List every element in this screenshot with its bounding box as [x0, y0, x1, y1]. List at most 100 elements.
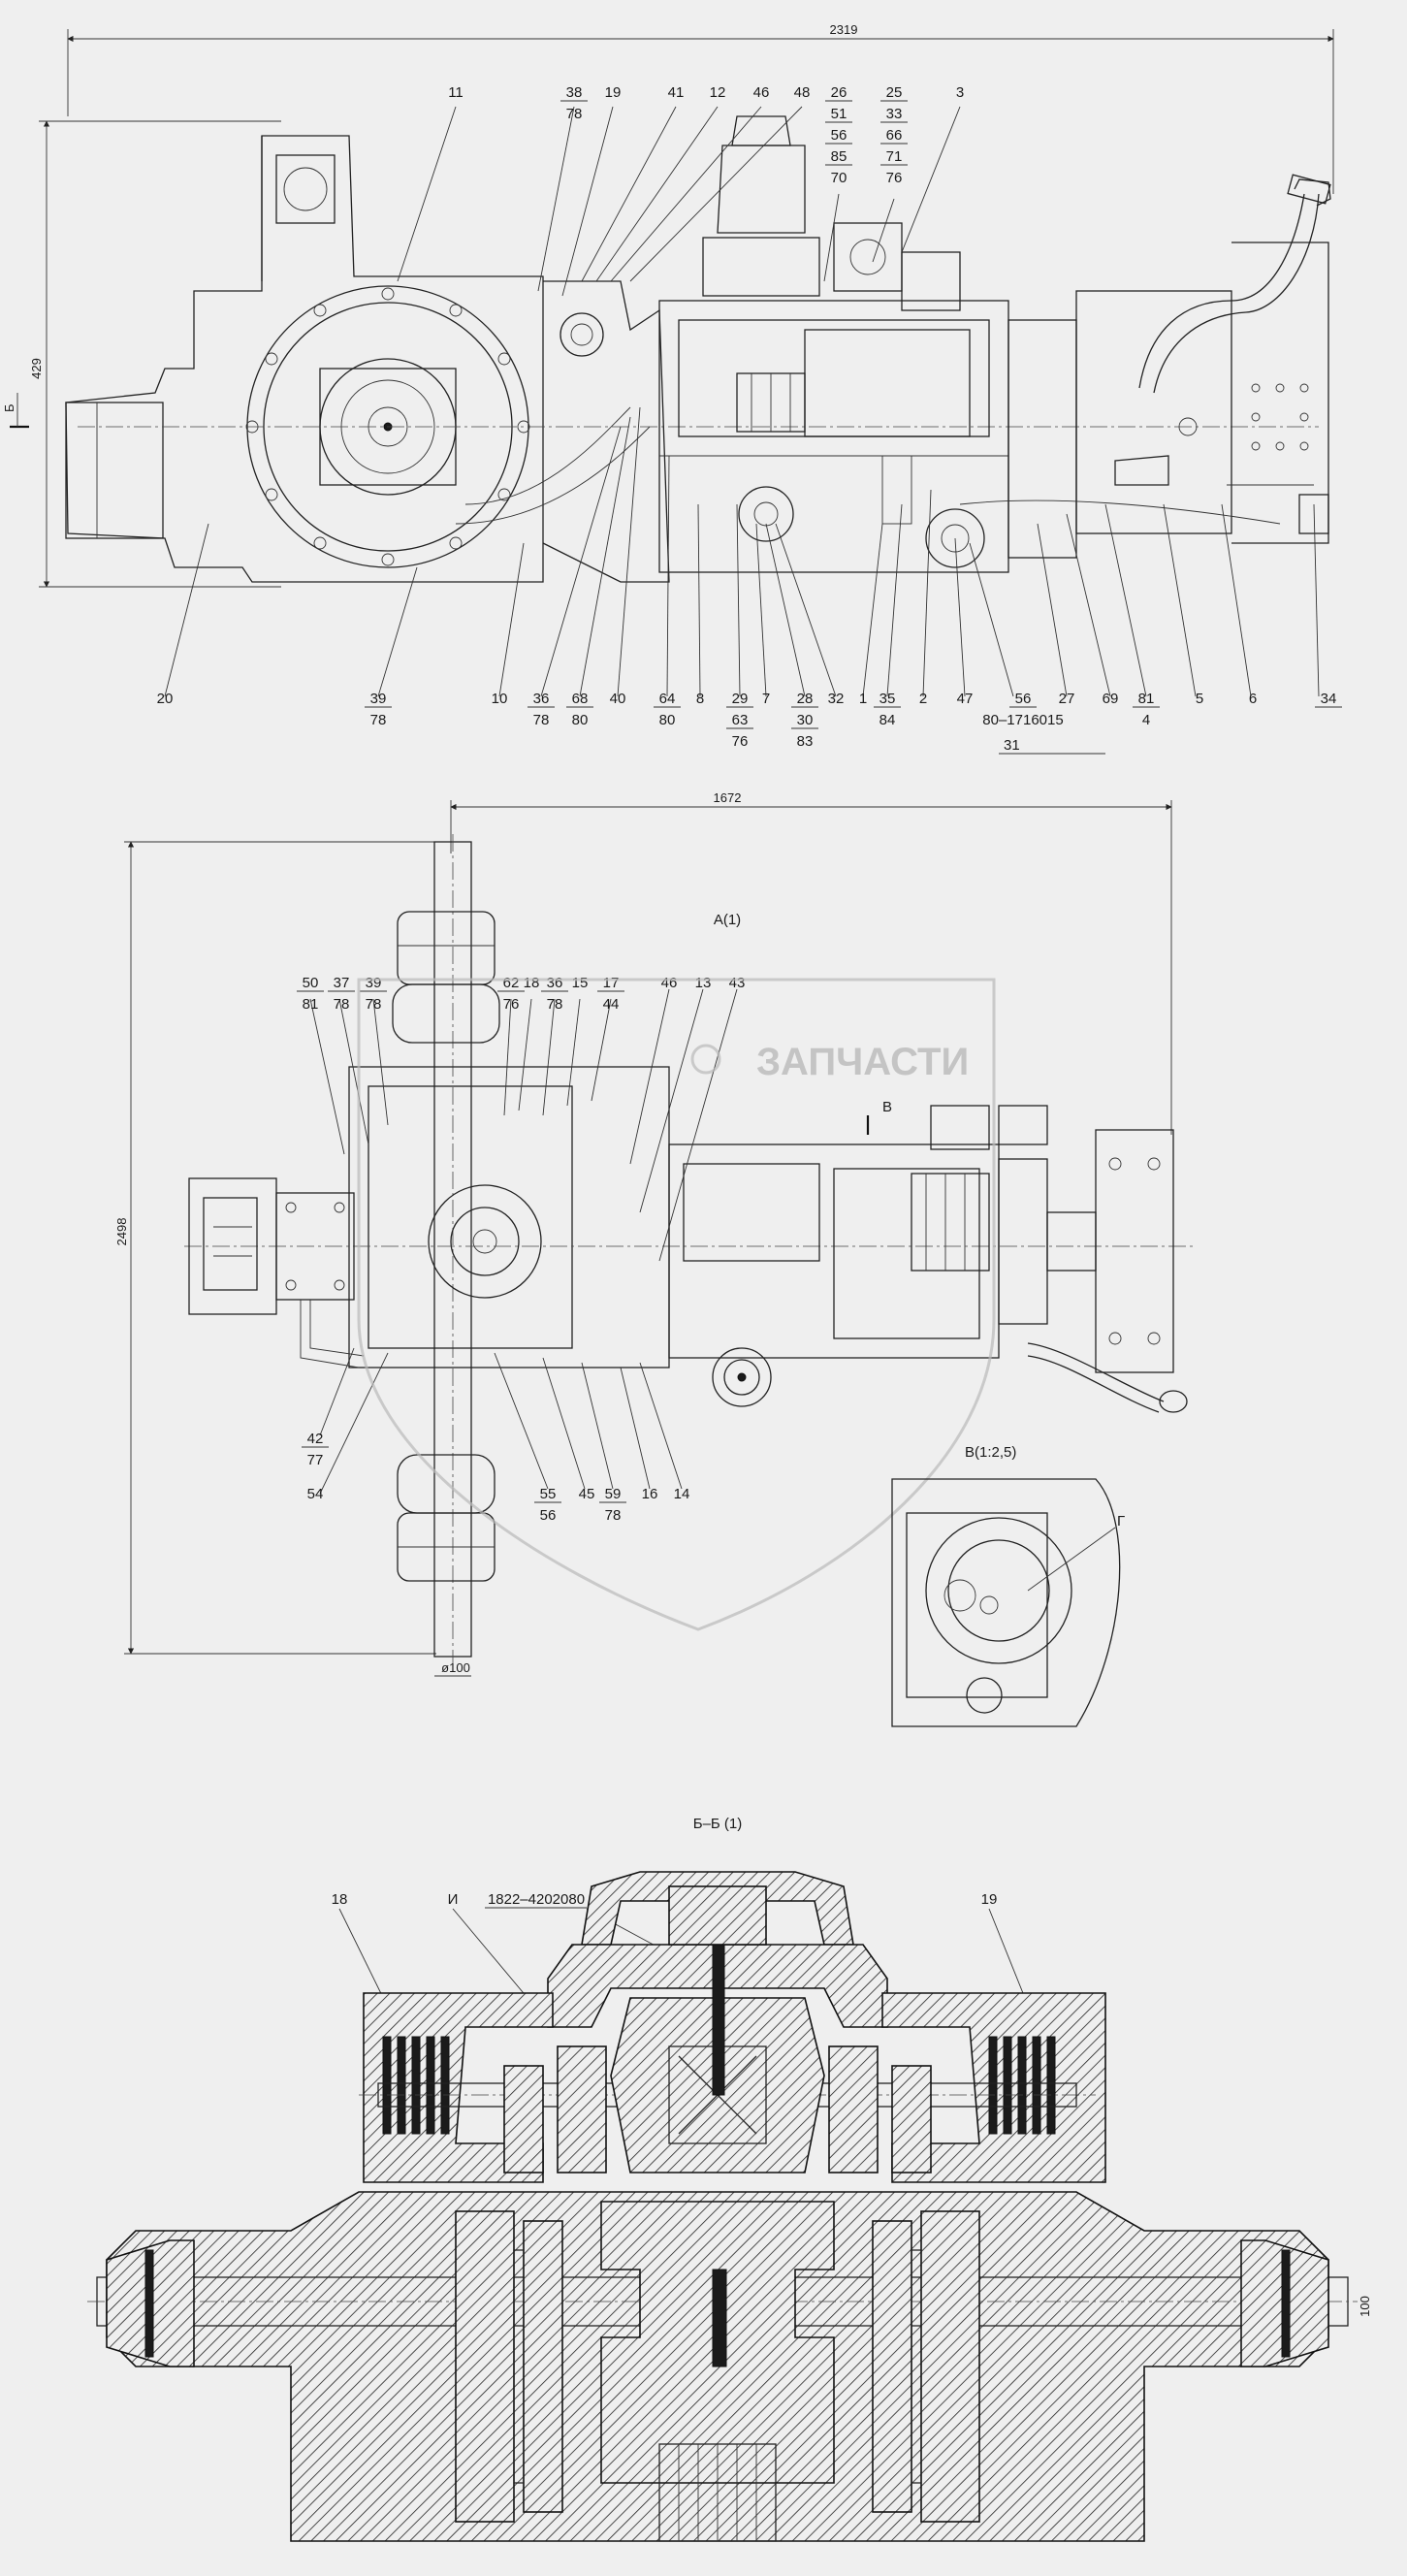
callout: 25 — [886, 84, 903, 101]
callout: 29 — [732, 691, 749, 707]
callout: 13 — [695, 975, 712, 991]
callout: 68 — [572, 691, 589, 707]
callout: 42 — [307, 1431, 324, 1447]
callout: 47 — [957, 691, 974, 707]
callout: 28 — [797, 691, 814, 707]
callout: 41 — [668, 84, 685, 101]
callout: 64 — [659, 691, 676, 707]
callout: 55 — [540, 1486, 557, 1502]
callout: 32 — [828, 691, 845, 707]
callout: 30 — [797, 712, 814, 728]
callout: 56 — [540, 1507, 557, 1524]
valve-stack — [911, 1173, 990, 1272]
callout: 50 — [303, 975, 319, 991]
callout: 36 — [547, 975, 563, 991]
brake-discs-right — [988, 2036, 1056, 2135]
callout: 7 — [762, 691, 770, 707]
callout: 59 — [605, 1486, 622, 1502]
callout: 83 — [797, 733, 814, 750]
callout: 80 — [659, 712, 676, 728]
top-leaders — [397, 106, 961, 297]
callout: 77 — [307, 1452, 324, 1468]
callout: 4 — [1142, 712, 1150, 728]
callout: 78 — [533, 712, 550, 728]
callout: 43 — [729, 975, 746, 991]
bottom-callout: 1822–4202080 — [488, 1891, 585, 1908]
callout: 46 — [661, 975, 678, 991]
watermark: ЗАПЧАСТИ — [357, 978, 996, 1631]
callout: 11 — [448, 84, 464, 101]
callout: 27 — [1059, 691, 1075, 707]
inset-title: В(1:2,5) — [965, 1444, 1016, 1461]
bottom-title: Б–Б (1) — [693, 1816, 743, 1832]
inset-view: В(1:2,5) Г — [891, 1444, 1125, 1727]
bottom-callout: 19 — [981, 1891, 998, 1908]
callout: 69 — [1103, 691, 1119, 707]
callout: 78 — [547, 996, 563, 1013]
callout: 14 — [674, 1486, 690, 1502]
top-callouts-upper: 11 38 78 19 41 12 46 48 26 51 56 85 70 2… — [448, 84, 964, 186]
callout: 62 — [503, 975, 520, 991]
callout: 80–1716015 — [982, 712, 1063, 728]
middle-shaft-dim: ø100 — [441, 1660, 470, 1675]
callout: 76 — [503, 996, 520, 1013]
callout: 2 — [919, 691, 927, 707]
callout: 78 — [605, 1507, 622, 1524]
final-gears — [455, 2210, 980, 2523]
bottom-callout: 18 — [332, 1891, 348, 1908]
callout: 18 — [524, 975, 540, 991]
callout: 51 — [831, 106, 847, 122]
inset-label: Г — [1117, 1513, 1125, 1530]
callout: 56 — [831, 127, 847, 144]
callout: 78 — [566, 106, 583, 122]
middle-length-dim: 1672 — [714, 790, 742, 805]
callout: 45 — [579, 1486, 595, 1502]
callout: 66 — [886, 127, 903, 144]
callout: 39 — [366, 975, 382, 991]
bottom-section: Б–Б (1) 18 И 1822–4202080 19 — [87, 1816, 1372, 2542]
top-height-dim: 429 — [29, 358, 44, 379]
callout: 78 — [366, 996, 382, 1013]
callout: 33 — [886, 106, 903, 122]
callout: 37 — [334, 975, 350, 991]
callout: 46 — [753, 84, 770, 101]
callout: 26 — [831, 84, 847, 101]
callout: 84 — [879, 712, 896, 728]
front-bolts — [1251, 383, 1309, 451]
callout: 40 — [610, 691, 626, 707]
callout: 48 — [794, 84, 811, 101]
callout: 71 — [886, 148, 903, 165]
callout: 56 — [1015, 691, 1032, 707]
callout: 35 — [879, 691, 896, 707]
top-section-mark: Б — [2, 403, 16, 412]
callout: 76 — [886, 170, 903, 186]
callout: 5 — [1196, 691, 1203, 707]
callout: 16 — [642, 1486, 658, 1502]
callout: 78 — [334, 996, 350, 1013]
callout: 12 — [710, 84, 726, 101]
middle-callouts: 50 81 37 78 39 78 62 18 76 36 78 15 17 4… — [297, 975, 745, 1524]
callout: 20 — [157, 691, 174, 707]
middle-height-dim: 2498 — [114, 1218, 129, 1246]
callout: 81 — [303, 996, 319, 1013]
middle-view-title: A(1) — [714, 912, 741, 928]
callout: 19 — [605, 84, 622, 101]
bottom-callout: И — [448, 1891, 459, 1908]
callout: 31 — [1004, 737, 1020, 754]
top-view: 2319 429 Б — [2, 22, 1342, 755]
callout: 76 — [732, 733, 749, 750]
callout: 78 — [370, 712, 387, 728]
callout: 15 — [572, 975, 589, 991]
bolt-ring — [245, 287, 530, 566]
middle-view: 1672 2498 A(1) — [114, 790, 1193, 1727]
brake-discs-left — [382, 2036, 450, 2135]
callout: 17 — [603, 975, 620, 991]
callout: 36 — [533, 691, 550, 707]
callout: 8 — [696, 691, 704, 707]
callout: 44 — [603, 996, 620, 1013]
callout: 80 — [572, 712, 589, 728]
callout: 3 — [956, 84, 964, 101]
callout: 70 — [831, 170, 847, 186]
callout: 1 — [859, 691, 867, 707]
